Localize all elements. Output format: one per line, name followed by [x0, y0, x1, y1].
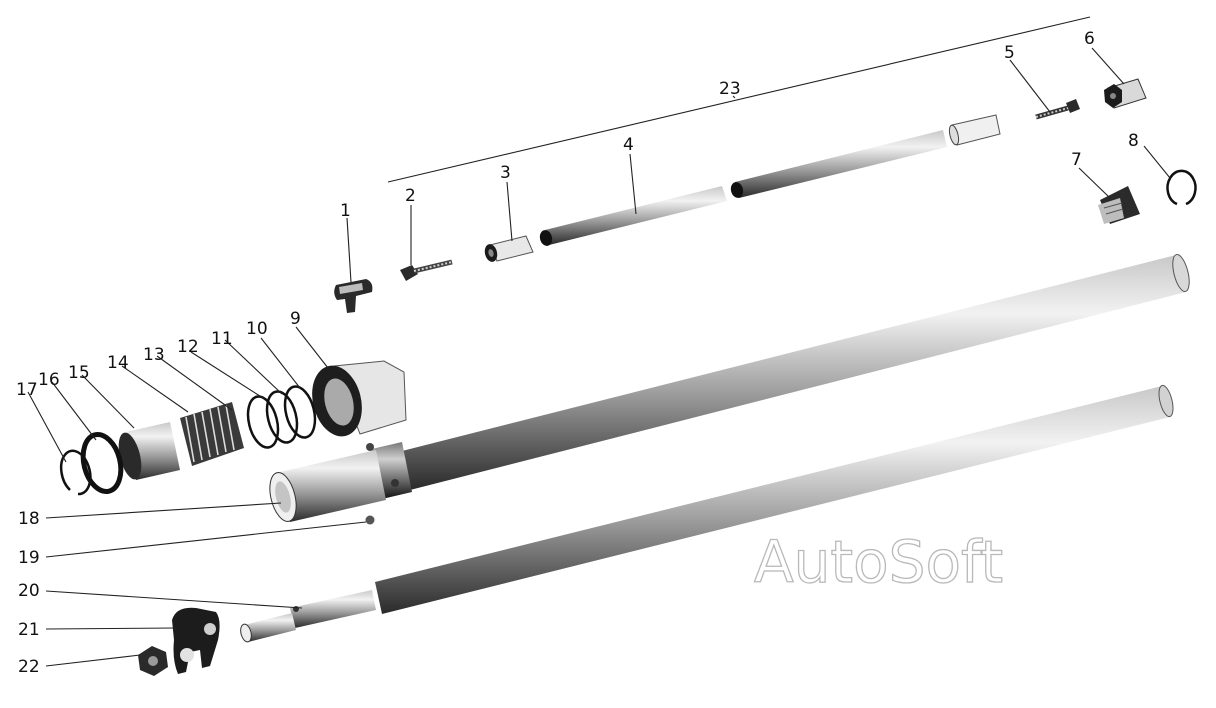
part-4-rod — [539, 130, 947, 246]
callout-14: 14 — [107, 353, 129, 373]
callout-15: 15 — [68, 363, 90, 383]
callout-12: 12 — [177, 337, 199, 357]
part-3-sleeve — [484, 235, 534, 262]
group-23-leader — [732, 95, 736, 99]
part-5-bolt — [1035, 99, 1080, 120]
part-18-main-tube — [269, 253, 1190, 522]
part-1-elbow-fitting — [334, 279, 373, 313]
leader-lines — [27, 47, 1171, 667]
callout-4: 4 — [623, 135, 634, 155]
callout-6: 6 — [1084, 29, 1095, 49]
parts-15-17-rings — [59, 432, 124, 496]
callout-22: 22 — [18, 657, 40, 677]
part-4-end-sleeve — [948, 114, 1001, 146]
callout-19: 19 — [18, 548, 40, 568]
callout-8: 8 — [1128, 131, 1139, 151]
part-2-screw — [400, 259, 453, 281]
callout-17: 17 — [16, 380, 38, 400]
part-8-snap-ring — [1166, 169, 1197, 206]
callout-21: 21 — [18, 620, 40, 640]
callout-labels: 1 2 3 4 5 6 7 8 9 10 11 12 13 14 15 16 1… — [16, 29, 1139, 677]
callout-10: 10 — [246, 319, 268, 339]
callout-5: 5 — [1004, 43, 1015, 63]
callout-1: 1 — [340, 201, 351, 221]
part-13-spring — [180, 402, 244, 466]
part-21-yoke — [172, 607, 220, 674]
callout-13: 13 — [143, 345, 165, 365]
part-6-hex-cap — [1104, 78, 1147, 109]
part-14-sleeve — [118, 422, 180, 480]
callout-9: 9 — [290, 309, 301, 329]
callout-7: 7 — [1071, 150, 1082, 170]
part-9-bushing-housing — [312, 360, 407, 437]
parts-10-12-o-rings — [246, 385, 317, 449]
callout-11: 11 — [211, 329, 233, 349]
part-7-collet — [1098, 186, 1140, 224]
callout-20: 20 — [18, 581, 40, 601]
callout-18: 18 — [18, 509, 40, 529]
callout-2: 2 — [405, 186, 416, 206]
group-23-bracket-line — [387, 16, 1091, 183]
part-19-ball — [365, 515, 375, 525]
part-22-hex-nut — [138, 646, 168, 676]
callout-23: 23 — [719, 79, 741, 99]
callout-3: 3 — [500, 163, 511, 183]
watermark: AutoSoft — [754, 528, 1003, 596]
callout-16: 16 — [38, 370, 60, 390]
part-20-shaft — [240, 384, 1174, 643]
